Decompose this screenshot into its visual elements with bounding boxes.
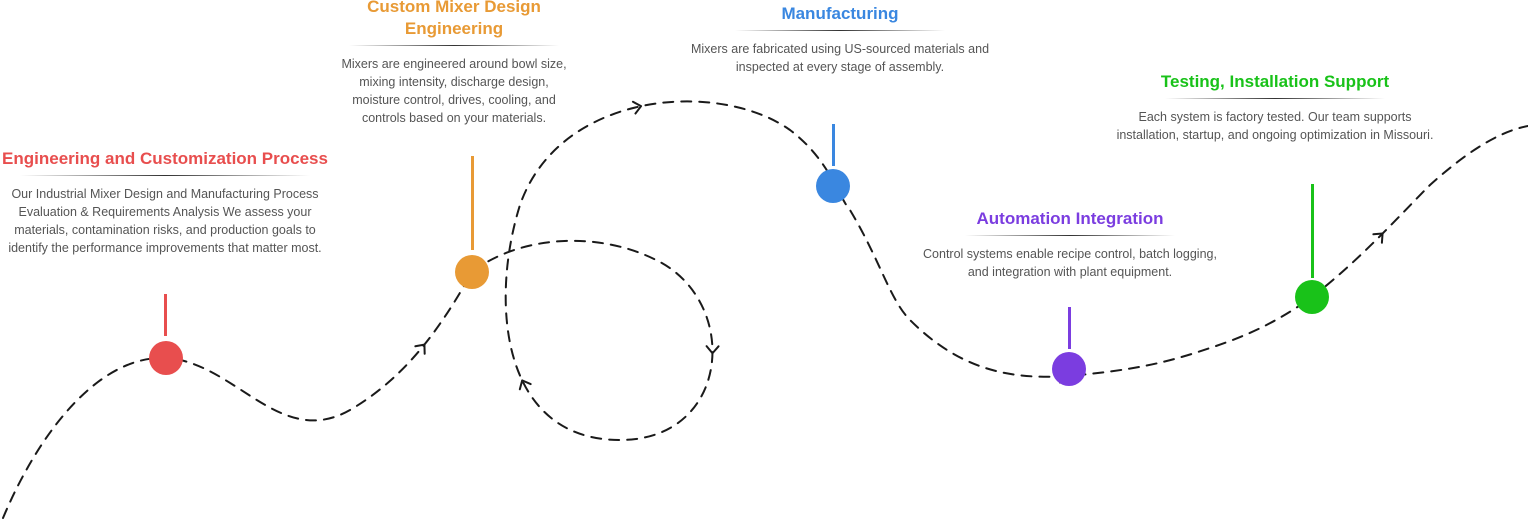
title-underline xyxy=(735,30,945,31)
step-marker-dot xyxy=(1295,280,1329,314)
step-description: Our Industrial Mixer Design and Manufact… xyxy=(8,187,322,255)
step-marker-stem xyxy=(164,294,167,336)
path-arrow-icon xyxy=(631,100,643,115)
title-underline xyxy=(965,235,1175,236)
step-marker-stem xyxy=(1311,184,1314,278)
step-marker-dot xyxy=(149,341,183,375)
step-marker-dot xyxy=(455,255,489,289)
step-marker-dot xyxy=(816,169,850,203)
step-title: Manufacturing xyxy=(781,4,899,23)
step-description: Mixers are fabricated using US-sourced m… xyxy=(690,42,990,74)
step-marker-stem xyxy=(832,124,835,166)
step-marker-stem xyxy=(471,156,474,250)
step-description: Each system is factory tested. Our team … xyxy=(1116,110,1434,142)
title-underline xyxy=(1165,98,1385,99)
path-arrow-icon xyxy=(1372,232,1384,244)
step-title: Automation Integration xyxy=(976,209,1164,228)
step-title: Testing, Installation Support xyxy=(1160,72,1390,91)
path-arrow-icon xyxy=(705,345,720,355)
step-testing-installation: Testing, Installation Support Each syste… xyxy=(1115,71,1435,144)
path-arrow-icon xyxy=(414,343,426,355)
step-title: Engineering and Customization Process xyxy=(2,149,328,168)
step-title: Custom Mixer Design Engineering xyxy=(367,0,541,38)
dashed-process-path xyxy=(2,100,1528,519)
title-underline xyxy=(20,175,310,176)
path-arrow-icon xyxy=(518,379,532,391)
step-manufacturing: Manufacturing Mixers are fabricated usin… xyxy=(670,3,1010,76)
step-description: Control systems enable recipe control, b… xyxy=(923,247,1217,279)
step-automation-integration: Automation Integration Control systems e… xyxy=(915,208,1225,281)
step-custom-mixer-design: Custom Mixer Design Engineering Mixers a… xyxy=(336,0,572,127)
step-marker-dot xyxy=(1052,352,1086,386)
step-description: Mixers are engineered around bowl size, … xyxy=(341,57,567,125)
step-engineering-customization: Engineering and Customization Process Ou… xyxy=(2,148,328,257)
step-marker-stem xyxy=(1068,307,1071,349)
title-underline xyxy=(349,45,559,46)
